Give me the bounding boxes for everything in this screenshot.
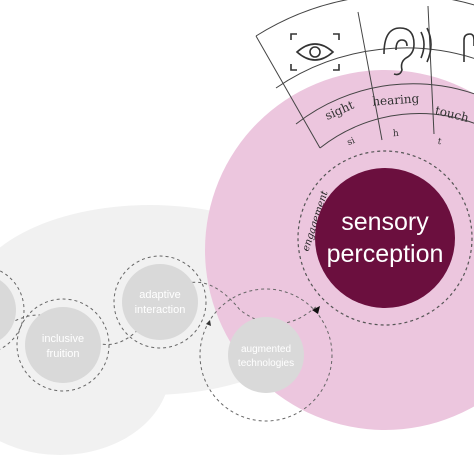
sense-sector-fan	[255, 0, 474, 149]
node-partial-left	[0, 270, 25, 350]
center-circle	[315, 168, 455, 308]
node-label-interaction: interaction	[135, 304, 186, 316]
node-inclusive-fruition: inclusive fruition	[16, 298, 110, 392]
center-title-line1: sensory	[341, 208, 429, 236]
sense-abbreviations: si h t	[346, 129, 443, 148]
fan-icon-arc	[275, 47, 474, 89]
arrowhead-small	[206, 320, 211, 326]
arrowhead-to-center	[312, 306, 320, 314]
sense-abbr-touch: t	[437, 137, 443, 148]
sense-abbr-sight: si	[346, 136, 357, 148]
node-label-technologies: technologies	[238, 358, 294, 369]
node-augmented-technologies: augmented technologies	[199, 288, 333, 422]
sense-label-hearing: hearing	[372, 91, 420, 108]
ear-icon	[383, 27, 432, 76]
eye-icon	[290, 33, 340, 71]
node-label-inclusive: inclusive	[42, 333, 84, 345]
engagement-ring	[297, 150, 473, 326]
fan-abbr-arc	[319, 113, 474, 149]
fan-outer-arc	[255, 0, 474, 37]
node-label-adaptive: adaptive	[139, 289, 181, 301]
node-adaptive-interaction: adaptive interaction	[113, 255, 207, 349]
center-title-line2: perception	[327, 240, 444, 268]
fan-label-arc	[295, 83, 474, 125]
sense-abbr-hearing: h	[393, 129, 400, 139]
node-label-augmented: augmented	[241, 344, 291, 355]
node-label-fruition: fruition	[46, 348, 79, 360]
